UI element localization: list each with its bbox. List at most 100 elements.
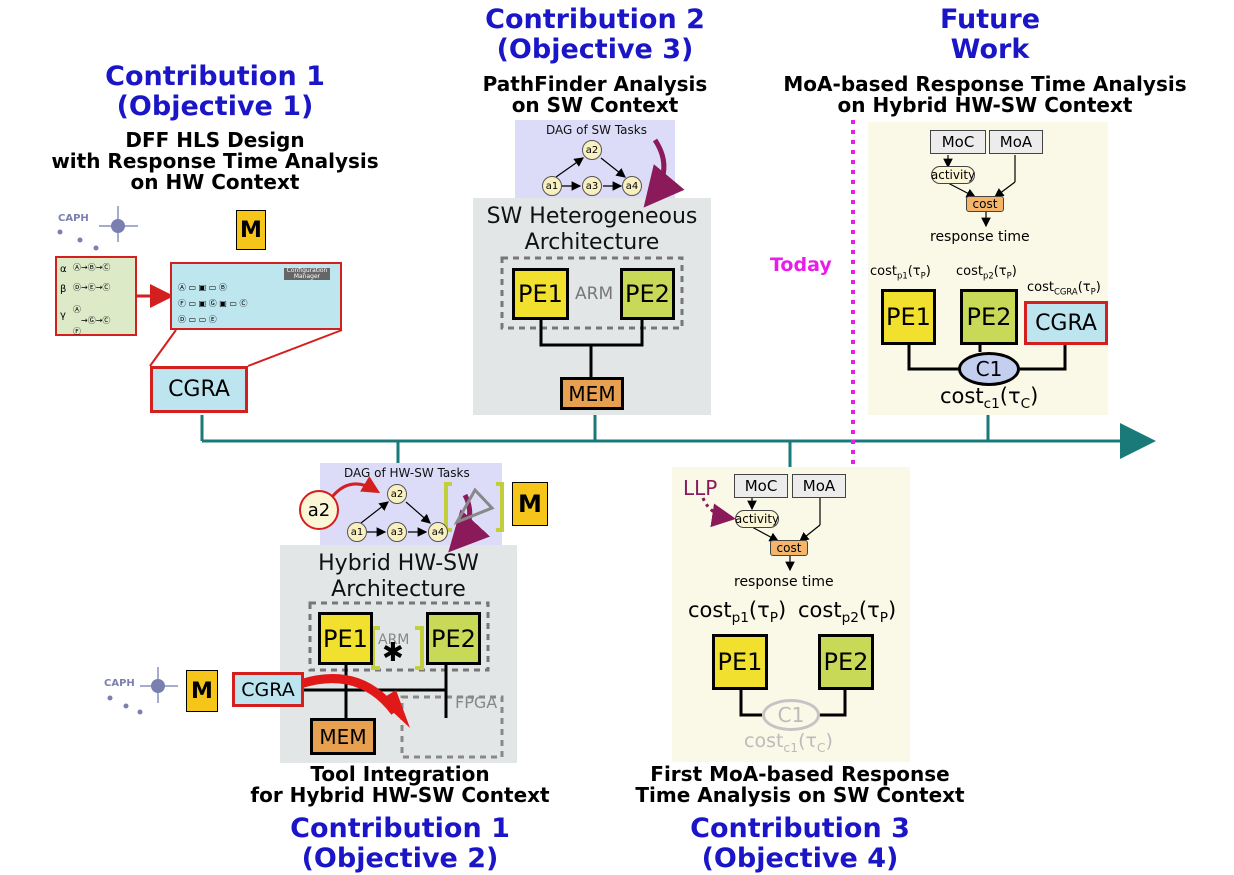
- beta-label: β: [60, 284, 67, 295]
- mem-hybrid: MEM: [310, 718, 376, 755]
- pe1-c3: PE1: [712, 634, 768, 690]
- llp-label: LLP: [683, 476, 718, 500]
- cost-cgra-fw-tau: (τ: [1077, 280, 1091, 295]
- cost-c1-fw-tausub: C: [1020, 396, 1031, 413]
- zoom-line-right: [247, 329, 343, 367]
- cost-p2-c3-tau: (τ: [858, 598, 880, 622]
- pe1-sw: PE1: [512, 268, 569, 320]
- cost-c1-fw-tau: (τ: [999, 384, 1021, 408]
- sw-bus: [539, 320, 644, 347]
- response-time-c3: response time: [734, 574, 834, 590]
- cost-p1-c3-word: cost: [688, 598, 732, 622]
- moc-box-fw: MoC: [930, 130, 986, 154]
- fw-sub1: MoA-based Response Time Analysis: [783, 72, 1187, 96]
- cost-p1-c3-sub: p1: [731, 610, 749, 627]
- c1-top-subtitle: DFF HLS Design with Response Time Analys…: [0, 130, 430, 193]
- cost-c1-fw: costc1(τC): [940, 384, 1039, 413]
- a2-insert-arrow: [330, 476, 381, 498]
- c2-sub2: on SW Context: [511, 93, 679, 117]
- c2-subtitle: PathFinder Analysis on SW Context: [445, 74, 745, 116]
- spider-icon: ✱: [382, 638, 404, 668]
- c2-sub1: PathFinder Analysis: [482, 72, 708, 96]
- c1-top-title-line2: (Objective 1): [116, 91, 314, 122]
- node-a4-hwsw: a4: [428, 522, 448, 542]
- pe2-fw: PE2: [960, 289, 1018, 345]
- moc-box-c3: MoC: [734, 474, 788, 498]
- fpga-dashed-box: [400, 695, 504, 759]
- c1-top-title-line1: Contribution 1: [105, 61, 325, 92]
- dag-sw-label: DAG of SW Tasks: [546, 123, 647, 137]
- moa-box-c3: MoA: [792, 474, 846, 498]
- node-a2-new: a2: [299, 490, 339, 530]
- gamma-label: γ: [60, 310, 66, 321]
- c3-title-line1: Contribution 3: [690, 813, 910, 844]
- hwsw-dag-arrow: [448, 493, 491, 553]
- sw-dag-arrow: [643, 138, 685, 208]
- cost-box-fw: cost: [966, 196, 1004, 212]
- fw-title: Future Work: [880, 5, 1100, 65]
- arm-dashed-box-hybrid: [308, 601, 490, 672]
- dag-hwsw-label: DAG of HW-SW Tasks: [344, 466, 470, 480]
- c3-subtitle: First MoA-based Response Time Analysis o…: [580, 764, 1020, 806]
- cost-p1-c3-tau: (τ: [748, 598, 770, 622]
- llp-arrow: [701, 497, 736, 528]
- cost-p1-c3-tausub: P: [769, 610, 778, 627]
- node-a4-sw: a4: [622, 176, 642, 196]
- hybrid-arch-title-2: Architecture: [331, 577, 466, 602]
- cost-p2-fw-tausub: P: [1006, 270, 1012, 281]
- caph-logo-top: [57, 206, 138, 251]
- cost-p1-fw-sub: p1: [896, 270, 908, 281]
- c2-title-line1: Contribution 2: [485, 4, 705, 35]
- cost-cgra-fw-word: cost: [1027, 280, 1054, 295]
- alpha-label: α: [60, 264, 67, 275]
- c2-title-line2: (Objective 3): [496, 34, 694, 65]
- config-manager-box: Configuration Manager: [284, 268, 330, 280]
- beta-chain: Ⓓ→Ⓔ→Ⓒ: [73, 283, 111, 292]
- node-a2-hwsw: a2: [387, 484, 407, 504]
- arm-label-hybrid: ARM: [378, 632, 410, 648]
- fw-title-line2: Work: [950, 34, 1030, 65]
- caph-text-bottom: CAPH: [104, 678, 135, 689]
- node-a3-sw: a3: [582, 176, 602, 196]
- fpga-label: FPGA: [455, 693, 498, 712]
- triangle-icon: [453, 487, 495, 525]
- c1-interconnect-c3: C1: [762, 699, 820, 731]
- c1b-sub2: for Hybrid HW-SW Context: [250, 783, 550, 807]
- cost-p1-fw-tau: (τ: [907, 264, 921, 279]
- hybrid-arch-title-1: Hybrid HW-SW: [318, 551, 479, 576]
- cost-p2-fw: costp2(τP): [956, 264, 1017, 281]
- c1b-subtitle: Tool Integration for Hybrid HW-SW Contex…: [210, 764, 590, 806]
- pe1-fw: PE1: [881, 289, 936, 345]
- caph-text-top: CAPH: [58, 213, 89, 224]
- pe1-hybrid: PE1: [318, 612, 373, 665]
- c1b-sub1: Tool Integration: [310, 762, 490, 786]
- cgra-block-hybrid: CGRA: [232, 672, 304, 707]
- arm-dashed-box-sw: [500, 256, 684, 330]
- fw-title-line1: Future: [939, 4, 1041, 35]
- cost-p1-c3: costp1(τP): [688, 598, 787, 627]
- cost-p2-fw-word: cost: [956, 264, 983, 279]
- sw-arch-title-2: Architecture: [524, 230, 660, 255]
- c1-top-sub2: with Response Time Analysis: [51, 149, 379, 173]
- c1-top-title: Contribution 1 (Objective 1): [70, 62, 360, 122]
- cost-p1-fw-tausub: P: [920, 270, 926, 281]
- cost-p2-c3: costp2(τP): [798, 598, 897, 627]
- mdc-logo-hwsw: M: [512, 482, 548, 526]
- cost-box-c3: cost: [770, 540, 808, 556]
- cost-p2-fw-sub: p2: [982, 270, 994, 281]
- cgra-block-fw: CGRA: [1024, 301, 1108, 345]
- c3-sub1: First MoA-based Response: [650, 762, 950, 786]
- arm-label-sw: ARM: [575, 284, 614, 304]
- cost-c1-fw-word: cost: [940, 384, 984, 408]
- c1-top-sub1: DFF HLS Design: [125, 128, 305, 152]
- cost-p2-c3-word: cost: [798, 598, 842, 622]
- cgra-block-hw: CGRA: [150, 366, 248, 413]
- cost-cgra-fw-tausub: P: [1090, 286, 1096, 297]
- c1b-title: Contribution 1 (Objective 2): [250, 814, 550, 874]
- alpha-chain: Ⓐ→Ⓑ→Ⓒ: [73, 263, 111, 272]
- pe2-hybrid: PE2: [426, 612, 481, 665]
- activity-pill-fw: activity: [930, 166, 976, 184]
- zoom-line-left: [149, 329, 177, 367]
